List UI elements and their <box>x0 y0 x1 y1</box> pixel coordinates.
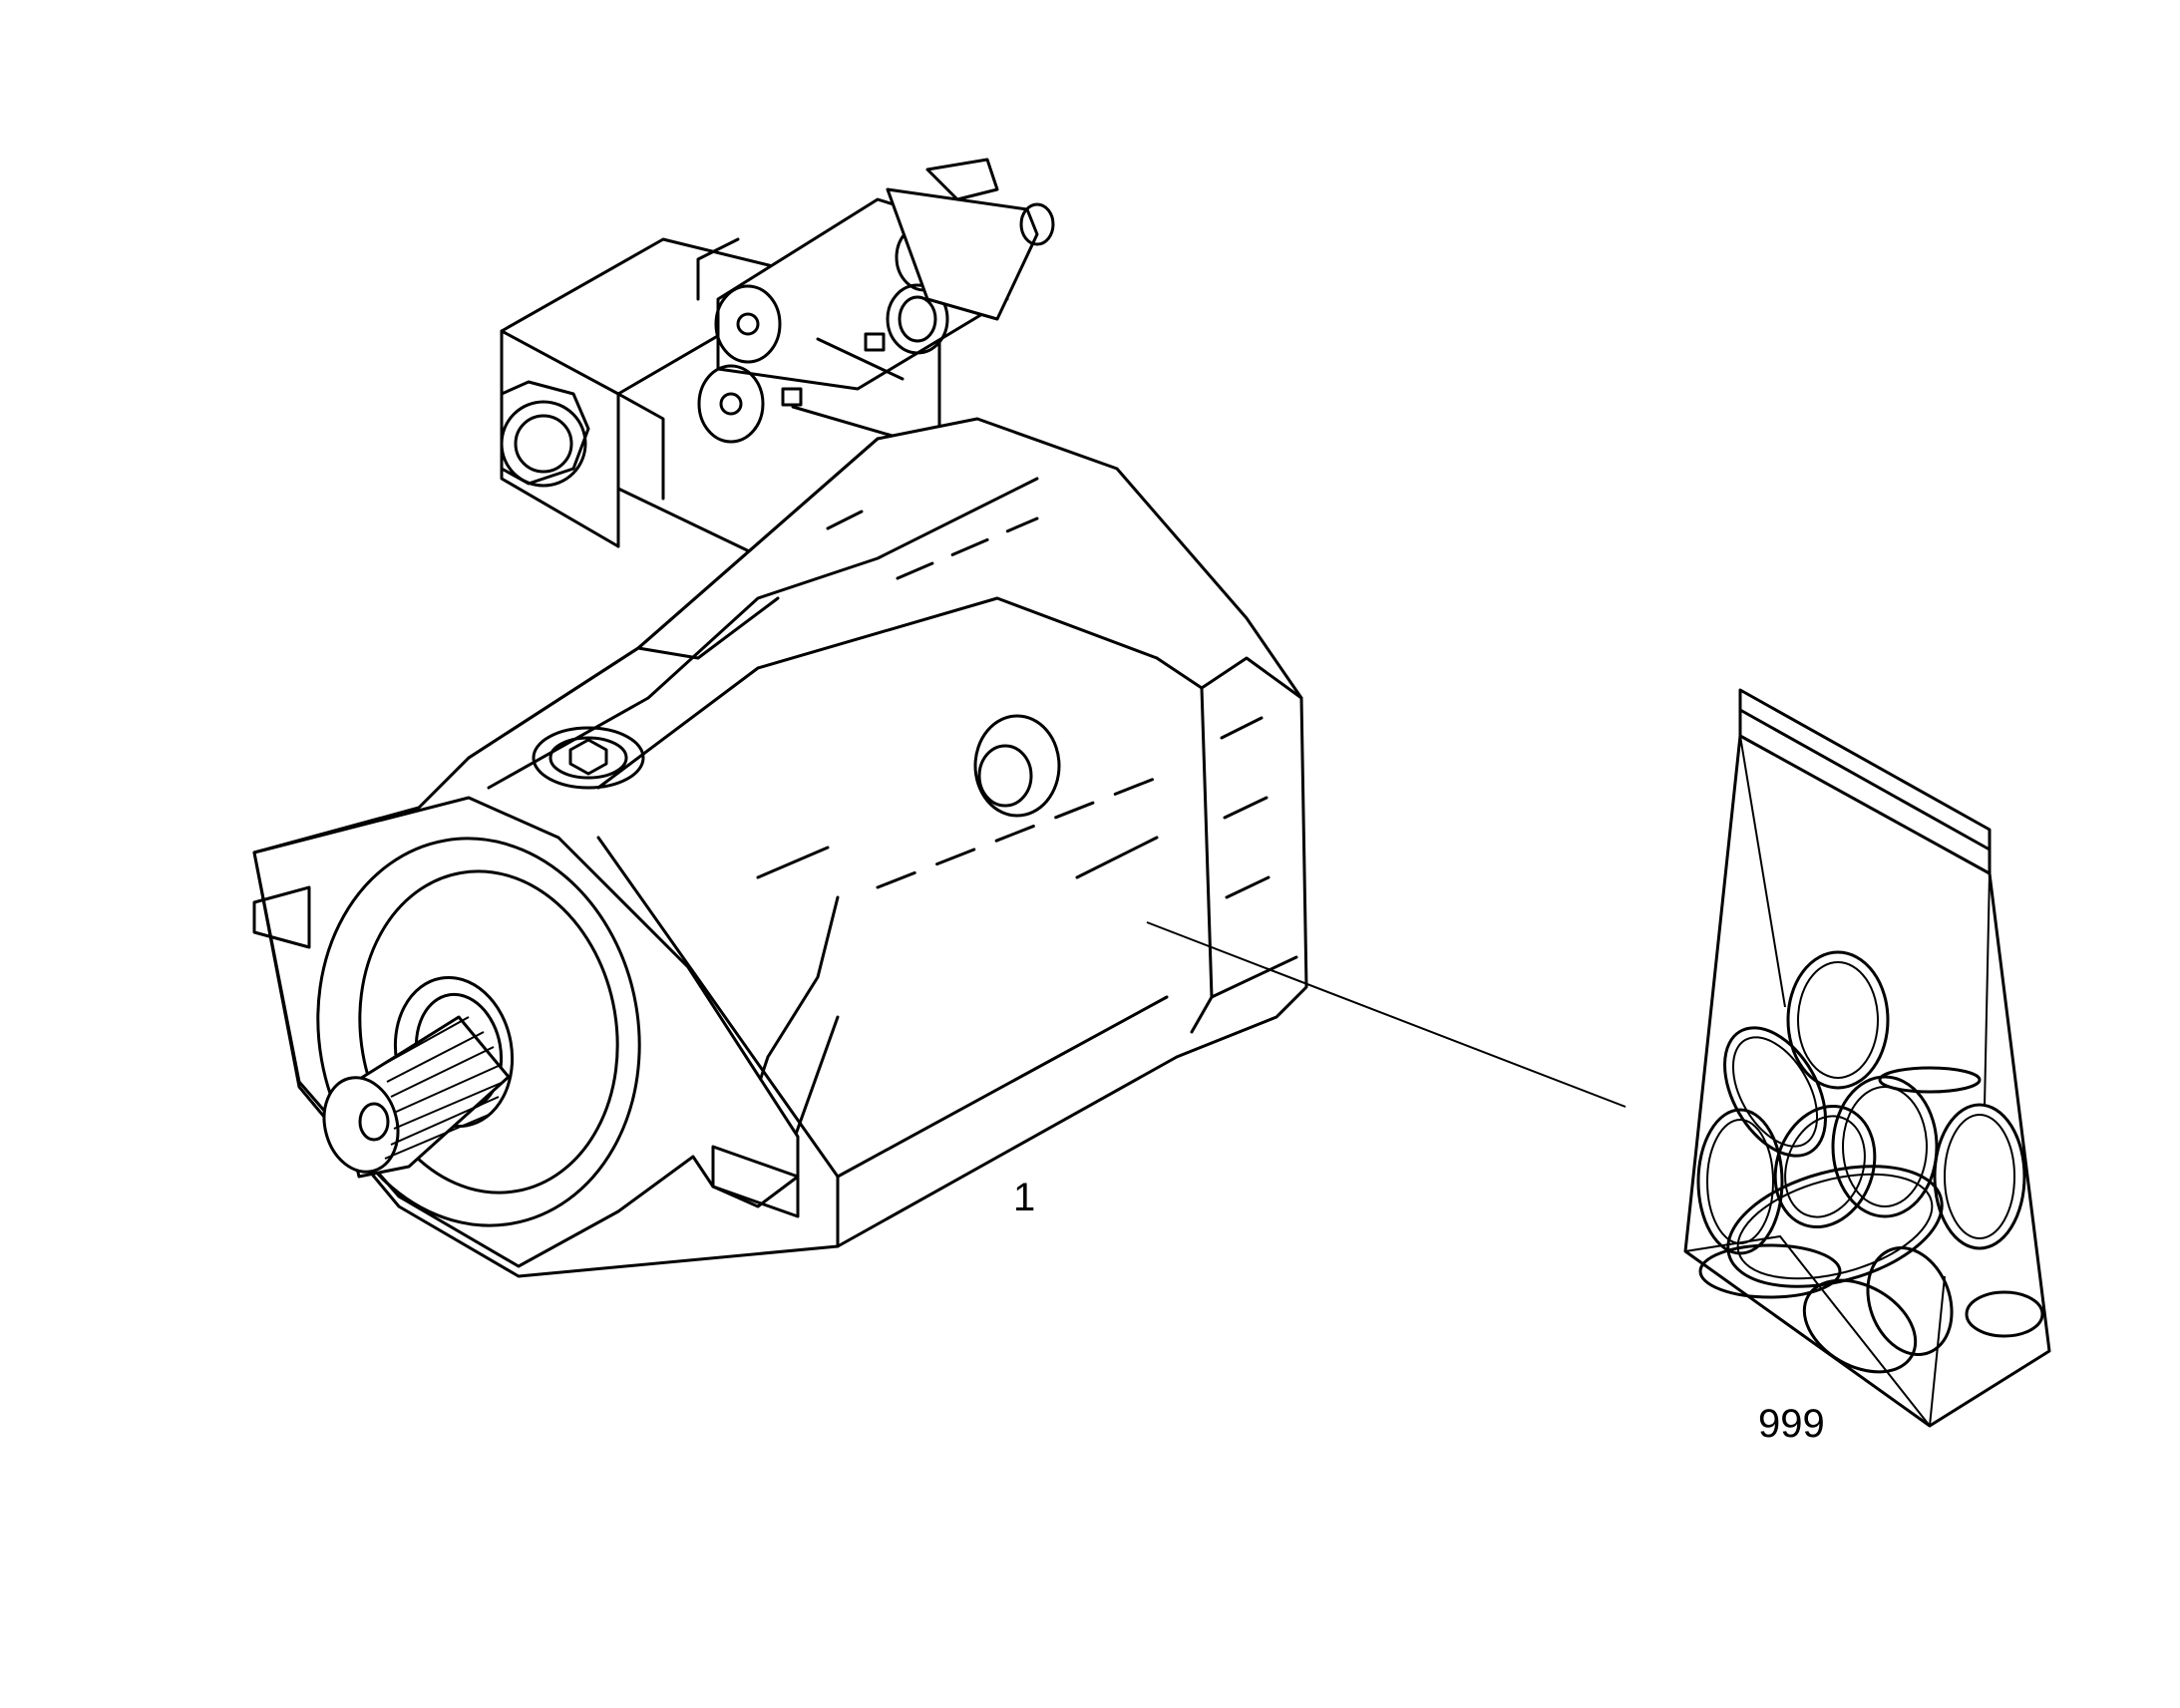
leader-line <box>1146 921 1627 1108</box>
control-valve-block <box>500 158 1055 560</box>
o-rings <box>1696 950 2044 1374</box>
seal-kit-bag-drawing <box>1683 688 2051 1428</box>
callout-label-seal-kit: 999 <box>1758 1402 1825 1446</box>
hydraulic-pump-drawing <box>252 158 1308 1278</box>
splined-shaft <box>322 1015 511 1179</box>
callout-label-pump: 1 <box>1013 1176 1036 1219</box>
